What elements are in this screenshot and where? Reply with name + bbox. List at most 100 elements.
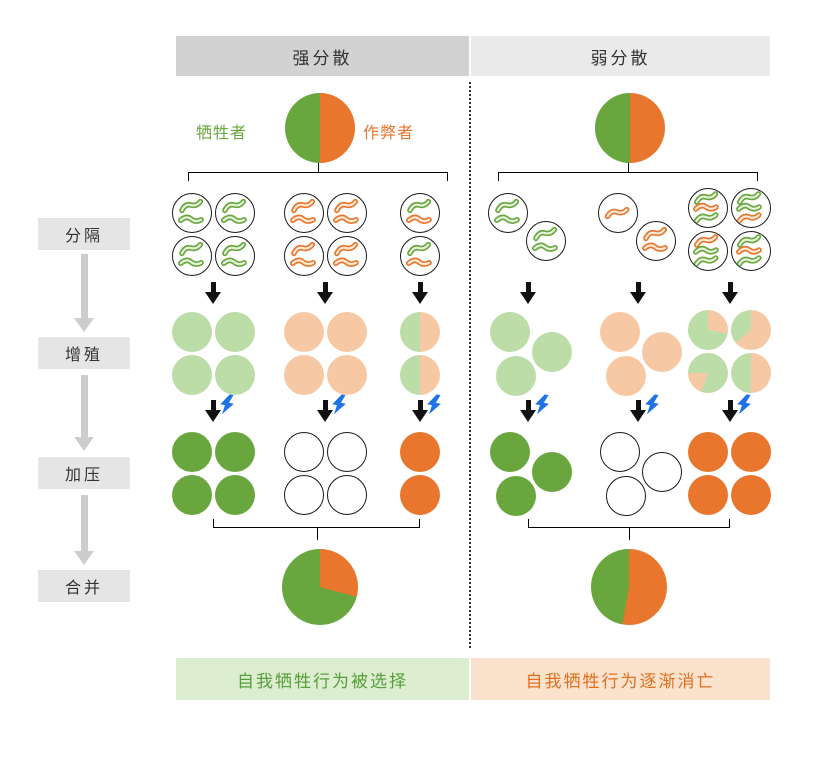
culture-tube [688,188,728,228]
population-circle-mixed [688,310,728,350]
legend-sacrificer-label: 牺牲者 [196,125,248,142]
population-circle [496,476,536,516]
sacrificer-bacterium-icon [736,255,762,267]
population-circle [490,312,530,352]
culture-tube [215,236,255,276]
cheater-bacterium-icon [291,198,316,214]
empty-population-circle [327,432,367,472]
culture-tube [526,221,566,261]
lightning-icon [220,394,234,415]
sacrificer-bacterium-icon [177,214,204,224]
flow-arrow-icon [74,375,94,451]
arrow-head [317,410,333,422]
cheater-bacterium-icon [693,234,719,248]
down-arrow-icon [520,400,536,422]
population-circle [172,312,212,352]
down-arrow-icon [630,282,646,304]
lightning-icon [645,394,659,415]
split-bracket-right [498,163,758,181]
sacrificer-bacterium-icon [495,198,520,214]
empty-population-circle [284,432,324,472]
column-header-strong-dispersal: 强分散 [176,36,469,76]
result-banner-right: 自我牺牲行为逐渐消亡 [471,658,770,700]
population-circle [688,432,728,472]
sacrificer-bacterium-icon [179,241,204,257]
arrow-head [74,437,94,451]
population-circle [606,356,646,396]
culture-tube [688,231,728,271]
population-circle [400,475,440,515]
population-circle [284,355,324,395]
down-arrow-icon [205,400,221,422]
culture-tube [636,221,676,261]
culture-tube [327,236,367,276]
down-arrow-icon [520,282,536,304]
sacrificer-bacterium-icon [693,245,719,255]
empty-population-circle [284,475,324,515]
down-arrow-icon [722,282,738,304]
down-arrow-icon [412,282,428,304]
flow-arrow-icon [74,495,94,565]
arrow-stem [80,375,88,437]
cheater-bacterium-icon [291,241,316,257]
population-circle [731,432,771,472]
lightning-icon [737,394,751,415]
culture-tube [488,193,528,233]
arrow-stem [210,400,216,410]
bracket-stem [628,163,629,173]
sacrificer-bacterium-icon [736,234,762,248]
step-label-separate: 分隔 [38,218,130,250]
column-header-weak-dispersal: 弱分散 [471,36,770,76]
down-arrow-icon [722,400,738,422]
down-arrow-icon [317,282,333,304]
cheater-bacterium-icon [693,202,719,212]
population-circle [600,312,640,352]
arrow-head [205,410,221,422]
population-circle [731,475,771,515]
lightning-icon [427,394,441,415]
sacrificer-bacterium-icon [736,202,762,212]
bracket-stem [316,528,318,540]
sacrificer-bacterium-icon [493,214,520,224]
population-circle [400,432,440,472]
population-circle-mixed [731,310,771,350]
arrow-stem [525,400,531,410]
bracket-stem [318,163,319,173]
sacrificer-bacterium-icon [177,257,204,267]
sacrificer-bacterium-icon [179,198,204,214]
cheater-bacterium-icon [736,212,762,224]
culture-tube [284,193,324,233]
cheater-bacterium-icon [641,242,668,252]
population-circle [327,355,367,395]
arrow-head [722,292,738,304]
cheater-bacterium-icon [643,226,668,242]
initial-population-pie-left [285,93,355,163]
population-circle [532,452,572,492]
merge-bracket-right [528,519,730,540]
arrow-stem [635,400,641,410]
culture-tube [327,193,367,233]
population-circle [688,475,728,515]
arrow-stem [322,282,328,292]
culture-tube [731,188,771,228]
arrow-head [74,318,94,332]
arrow-head [74,551,94,565]
cheater-bacterium-icon [332,214,359,224]
sacrificer-bacterium-icon [693,255,719,267]
lightning-icon [332,394,346,415]
cheater-bacterium-icon [604,206,630,220]
population-circle [490,432,530,472]
cheater-bacterium-icon [334,241,359,257]
arrow-stem [417,282,423,292]
cheater-bacterium-icon [332,257,359,267]
arrow-stem [322,400,328,410]
culture-tube [172,236,212,276]
sacrificer-bacterium-icon [222,241,247,257]
down-arrow-icon [317,400,333,422]
sacrificer-bacterium-icon [220,214,247,224]
arrow-stem [635,282,641,292]
arrow-stem [727,400,733,410]
arrow-stem [80,254,88,318]
population-circle [215,475,255,515]
